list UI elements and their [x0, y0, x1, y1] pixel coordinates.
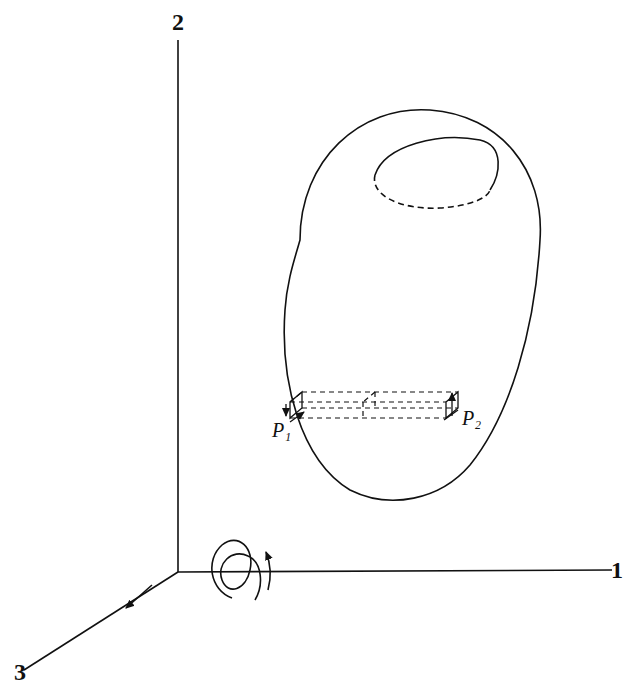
top-rim-hidden — [374, 175, 490, 208]
direction-arrow — [126, 585, 152, 608]
axis-3 — [24, 572, 178, 670]
point-label: P₂ — [462, 408, 481, 428]
rotation-arrow — [266, 552, 270, 590]
axis-2 — [177, 40, 179, 572]
end-cap-p2 — [444, 392, 458, 420]
tube — [290, 392, 458, 418]
top-rim — [375, 138, 498, 190]
axis-label: 1 — [611, 558, 623, 582]
rotation-loop — [212, 540, 261, 600]
point-label: P₁ — [272, 420, 291, 440]
axis-label: 2 — [172, 10, 184, 34]
axis-label: 3 — [14, 660, 26, 684]
egg-body — [284, 110, 540, 501]
end-cap-p1 — [286, 392, 304, 422]
axis-1 — [178, 570, 612, 572]
